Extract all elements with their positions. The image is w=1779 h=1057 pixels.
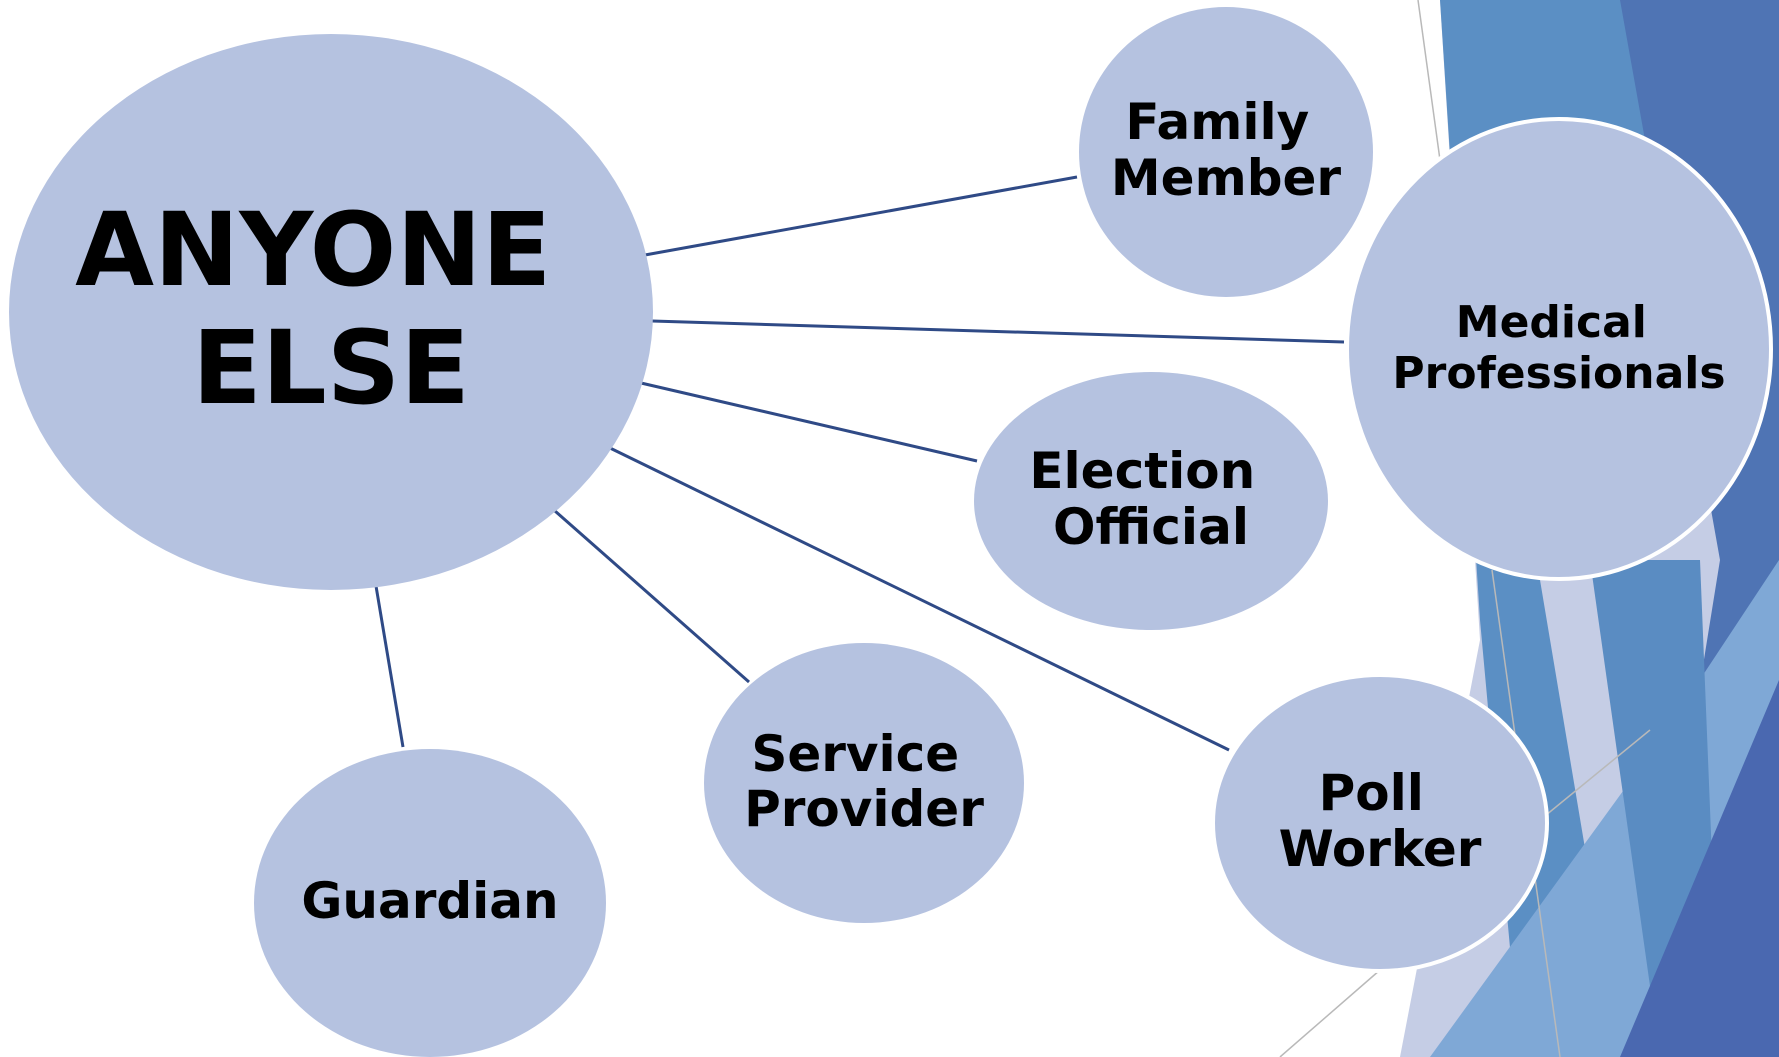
node-medical-professionals-ellipse <box>1345 117 1773 581</box>
node-family-member: Family Member <box>1079 7 1373 297</box>
node-medical-professionals: Medical Professionals <box>1345 117 1773 581</box>
connectors <box>374 175 1345 752</box>
node-election-official: Election Official <box>974 372 1328 630</box>
node-service-provider-label: Service Provider <box>744 725 984 838</box>
node-election-official-ellipse <box>974 372 1328 630</box>
node-guardian: Guardian <box>254 749 606 1057</box>
node-guardian-ellipse <box>254 749 606 1057</box>
node-medical-professionals-label: Medical Professionals <box>1392 297 1725 399</box>
hub-node-anyone-else: ANYONE ELSE <box>9 34 653 590</box>
connector-poll-worker <box>609 446 1230 752</box>
node-service-provider-ellipse <box>704 643 1024 923</box>
connector-guardian <box>374 585 405 748</box>
node-election-official-label: Election Official <box>1029 442 1272 556</box>
hub-ellipse <box>9 34 653 590</box>
node-family-member-ellipse <box>1079 7 1373 297</box>
hub-label: ANYONE ELSE <box>75 191 587 428</box>
node-guardian-label: Guardian <box>301 872 558 930</box>
deco-thin-line-3 <box>1539 729 1651 821</box>
hub-label-line-1: ANYONE <box>75 191 551 310</box>
node-poll-worker-label: Poll Worker <box>1279 764 1482 878</box>
node-service-provider-line-1: Service <box>751 725 959 783</box>
node-election-official-line-2: Official <box>1053 498 1249 556</box>
deco-panel-blue-dark-2 <box>1620 680 1779 1057</box>
node-service-provider: Service Provider <box>704 643 1024 923</box>
connector-medical-professionals <box>651 319 1345 344</box>
node-guardian-line-1: Guardian <box>301 872 558 930</box>
hub-label-line-2: ELSE <box>192 309 470 428</box>
node-poll-worker-line-2: Worker <box>1279 820 1482 878</box>
node-family-member-line-1: Family <box>1125 93 1309 151</box>
node-family-member-label: Family Member <box>1111 93 1341 207</box>
node-poll-worker-line-1: Poll <box>1319 764 1424 822</box>
connector-service-provider <box>554 509 750 684</box>
deco-thin-line-4 <box>1279 969 1381 1057</box>
connector-family-member <box>644 175 1078 257</box>
connector-election-official <box>640 381 978 463</box>
node-medical-professionals-line-1: Medical <box>1456 297 1647 348</box>
deco-thin-line-1 <box>1417 0 1441 161</box>
node-medical-professionals-line-2: Professionals <box>1392 348 1725 399</box>
node-service-provider-line-2: Provider <box>744 780 984 838</box>
node-poll-worker-ellipse <box>1211 673 1549 973</box>
node-family-member-line-2: Member <box>1111 149 1341 207</box>
node-poll-worker: Poll Worker <box>1211 673 1549 973</box>
node-election-official-line-1: Election <box>1029 442 1255 500</box>
